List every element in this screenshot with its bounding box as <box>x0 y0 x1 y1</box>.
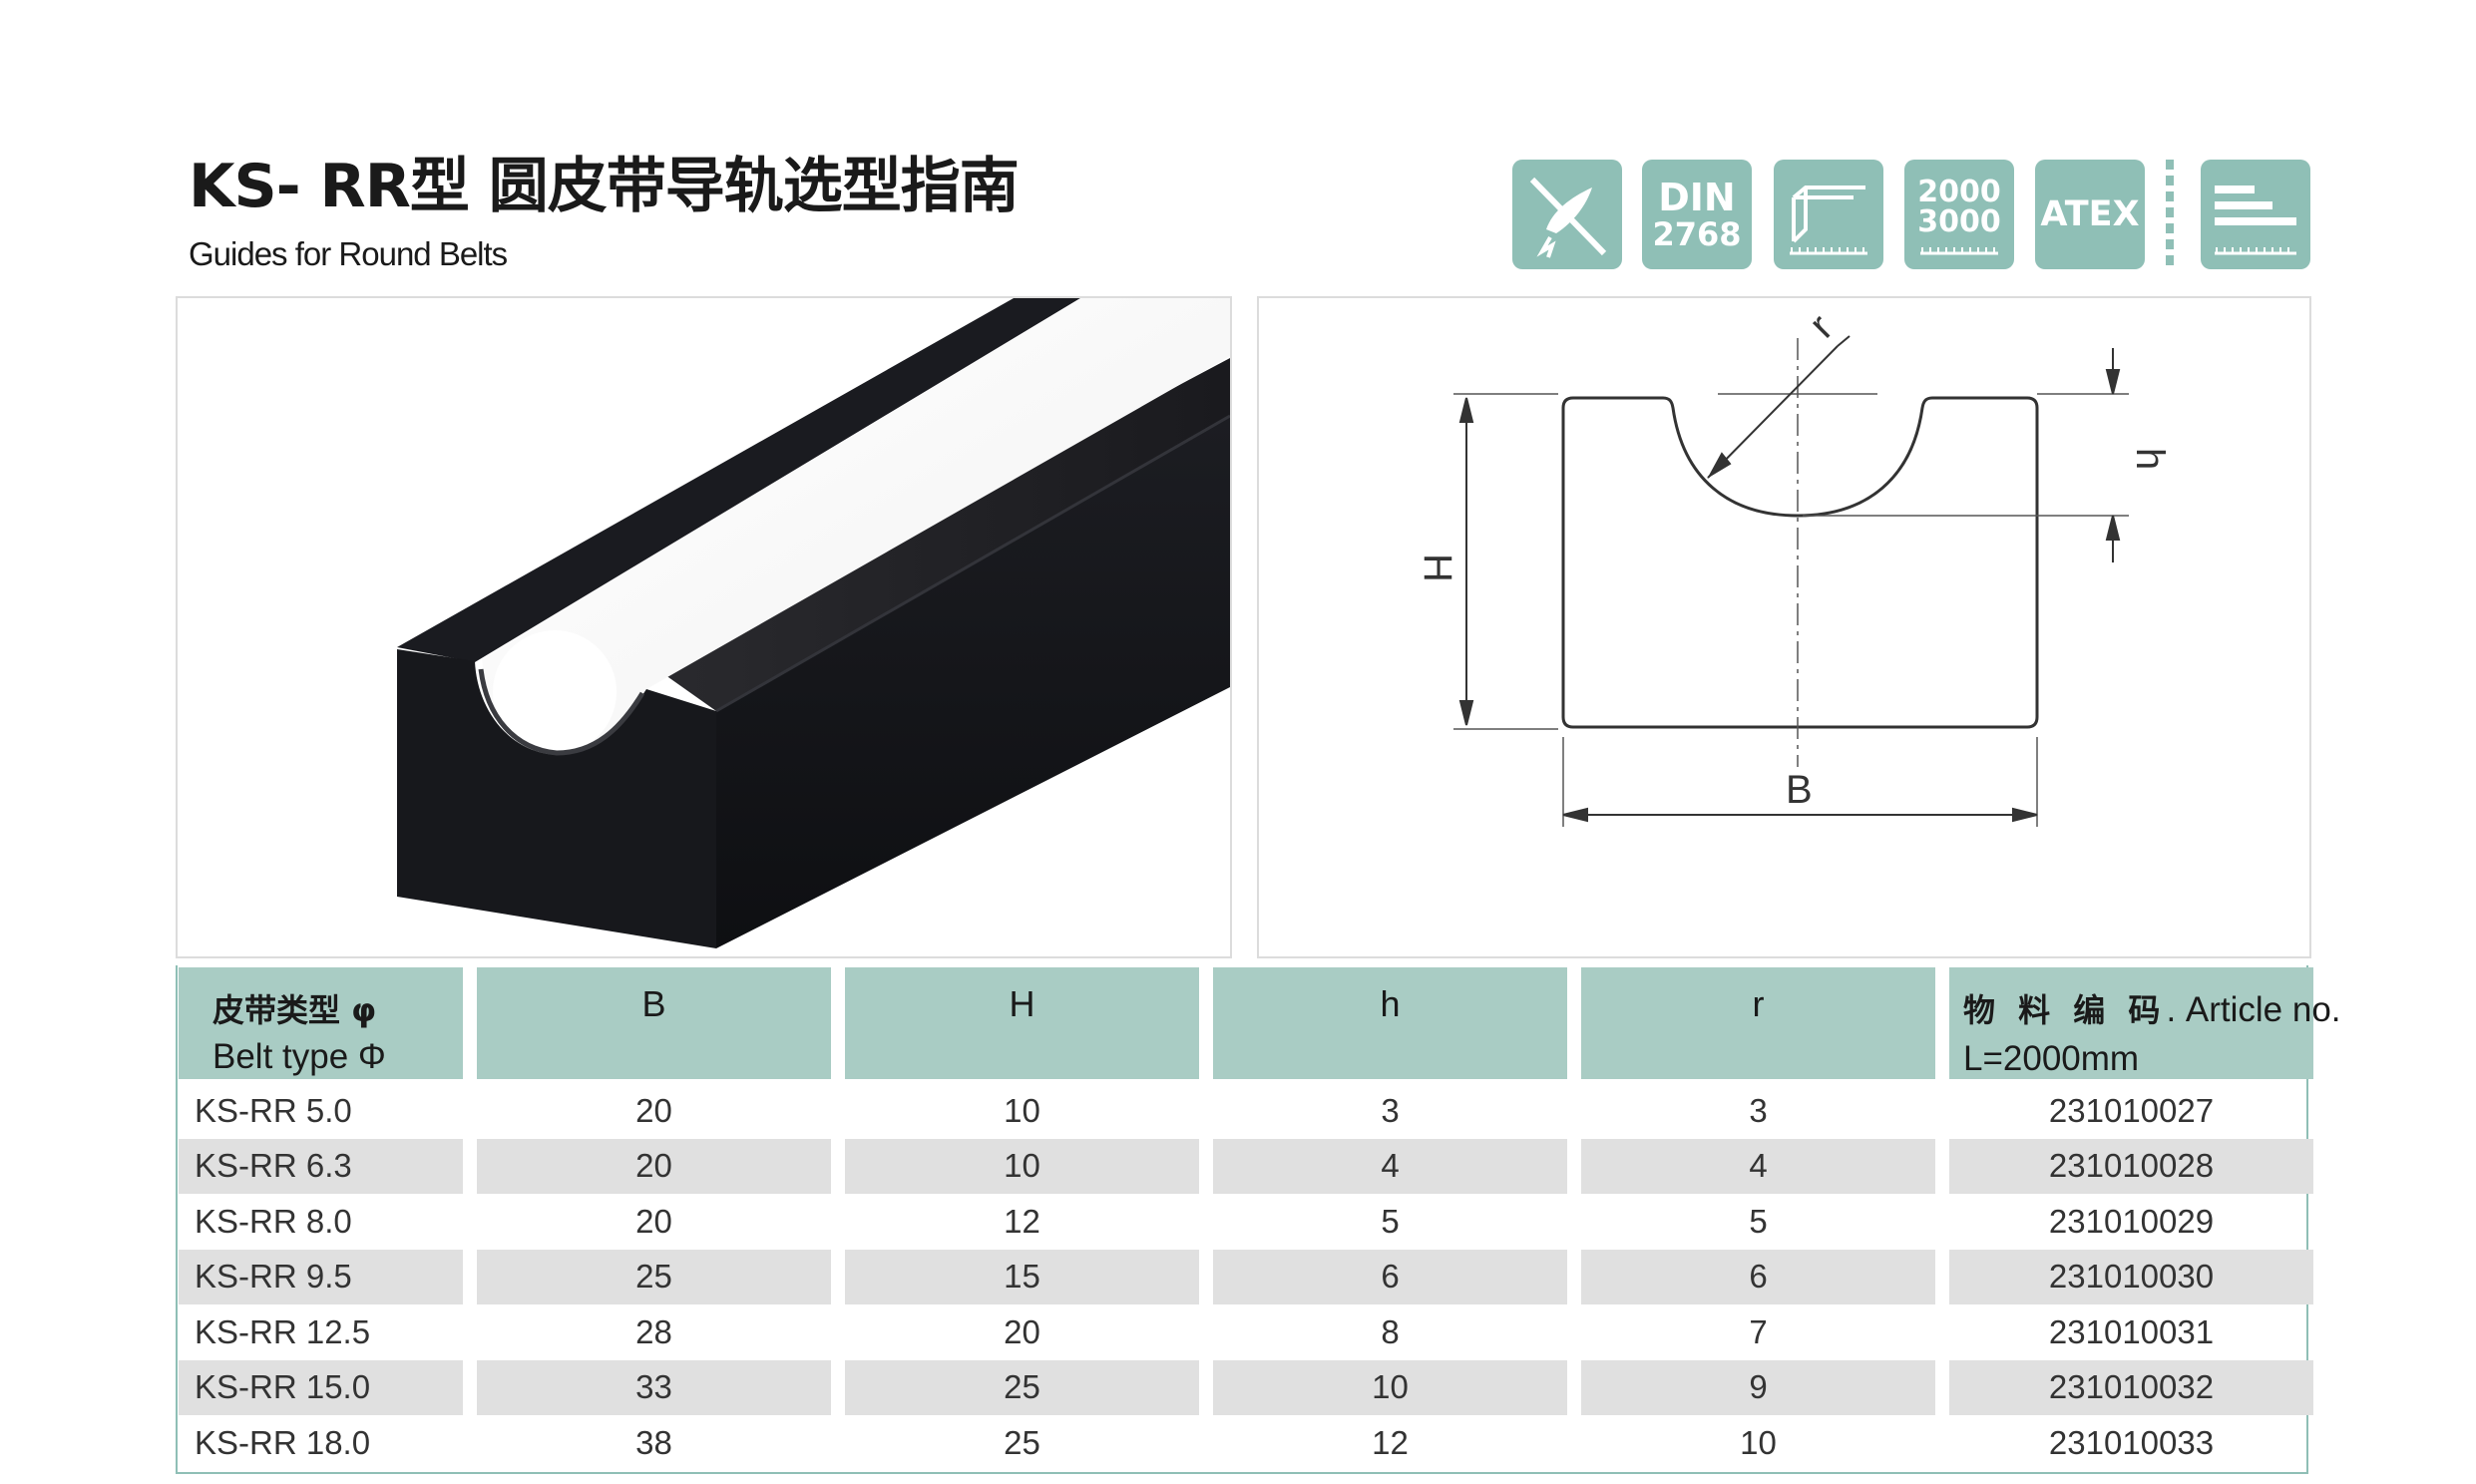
cell-h: 12 <box>1372 1423 1409 1461</box>
cell-type: KS-RR 9.5 <box>179 1249 463 1304</box>
table-row: KS-RR 8.0 20 12 5 5 231010029 <box>179 1194 2313 1250</box>
cell-H: 10 <box>845 1138 1199 1194</box>
profile-length-icon <box>1774 160 1883 269</box>
length-min: 2000 <box>1917 175 2001 209</box>
col-b: B <box>477 967 831 1079</box>
cell-b: 25 <box>477 1249 831 1304</box>
atex-icon: ATEX <box>2035 160 2145 269</box>
cell-H: 10 <box>1004 1091 1040 1129</box>
cell-H: 25 <box>845 1359 1199 1415</box>
cell-b: 28 <box>635 1312 672 1350</box>
din-number: 2768 <box>1652 215 1742 253</box>
cell-type: KS-RR 8.0 <box>195 1202 352 1240</box>
spec-table: 皮带类型 φ Belt type Φ B H h r 物 料 编 码. Arti… <box>165 967 2341 1471</box>
header-b: B <box>641 983 666 1024</box>
table-row: KS-RR 6.3 20 10 4 4 231010028 <box>179 1138 2313 1194</box>
table-row: KS-RR 9.5 25 15 6 6 231010030 <box>179 1249 2313 1304</box>
cell-article: 231010033 <box>2048 1423 2215 1461</box>
cell-b: 20 <box>635 1202 672 1240</box>
header-type-en: Belt type Φ <box>212 1037 386 1076</box>
col-article: 物 料 编 码. Article no. L=2000mm <box>1949 967 2341 1079</box>
header-h: h <box>1380 983 1401 1024</box>
din-label: DIN <box>1658 176 1736 219</box>
cell-article: 231010032 <box>1949 1359 2313 1415</box>
cell-r: 4 <box>1581 1138 1935 1194</box>
header-article-len: L=2000mm <box>1963 1039 2140 1078</box>
b-label: B <box>1786 768 1813 812</box>
cell-r: 10 <box>1740 1423 1777 1461</box>
cell-r: 7 <box>1749 1312 1768 1350</box>
cell-H: 25 <box>1004 1423 1040 1461</box>
cell-h: 3 <box>1381 1091 1400 1129</box>
cell-r: 9 <box>1581 1359 1935 1415</box>
cell-type: KS-RR 5.0 <box>195 1091 352 1129</box>
cell-H: 15 <box>845 1249 1199 1304</box>
col-h: h <box>1213 967 1567 1079</box>
cell-r: 6 <box>1581 1249 1935 1304</box>
header-r: r <box>1752 983 1765 1024</box>
cell-h: 8 <box>1381 1312 1400 1350</box>
table-row: KS-RR 18.0 38 25 12 10 231010033 <box>179 1415 2313 1471</box>
header-article: 物 料 编 码. Article no. <box>1949 967 2341 1031</box>
page-title: KS- RR型 圆皮带导轨选型指南 <box>189 152 1020 221</box>
cell-h: 6 <box>1213 1249 1567 1304</box>
cell-b: 33 <box>477 1359 831 1415</box>
col-H: H <box>845 967 1199 1079</box>
cell-b: 20 <box>477 1138 831 1194</box>
technical-drawing: r h H B <box>1257 296 2311 958</box>
h-large-label: H <box>1416 554 1459 582</box>
col-r: r <box>1581 967 1935 1079</box>
cell-b: 38 <box>635 1423 672 1461</box>
cut-to-length-icon <box>2201 160 2310 269</box>
cell-b: 20 <box>635 1091 672 1129</box>
cell-type: KS-RR 15.0 <box>179 1359 463 1415</box>
table-row: KS-RR 15.0 33 25 10 9 231010032 <box>179 1359 2313 1415</box>
table-header-row: 皮带类型 φ Belt type Φ B H h r 物 料 编 码. Arti… <box>179 967 2341 1079</box>
cell-article: 231010031 <box>2048 1312 2215 1350</box>
cell-type: KS-RR 12.5 <box>195 1312 371 1350</box>
cell-article: 231010030 <box>1949 1249 2313 1304</box>
cell-h: 5 <box>1381 1202 1400 1240</box>
header-article-cn: 物 料 编 码 <box>1963 991 2167 1029</box>
cell-H: 20 <box>1004 1312 1040 1350</box>
din-2768-icon: DIN 2768 <box>1642 160 1752 269</box>
cell-article: 231010028 <box>1949 1138 2313 1194</box>
cell-r: 3 <box>1749 1091 1768 1129</box>
no-lubrication-icon <box>1512 160 1622 269</box>
length-2000-3000-icon: 2000 3000 <box>1904 160 2014 269</box>
cell-type: KS-RR 18.0 <box>195 1423 371 1461</box>
table-border <box>176 965 2308 1474</box>
product-photo <box>176 296 1232 958</box>
cell-article: 231010027 <box>2048 1091 2215 1129</box>
cell-article: 231010029 <box>2048 1202 2215 1240</box>
cell-H: 12 <box>1004 1202 1040 1240</box>
table-row: KS-RR 5.0 20 10 3 3 231010027 <box>179 1083 2313 1139</box>
header-H: H <box>1009 983 1035 1024</box>
table-row: KS-RR 12.5 28 20 8 7 231010031 <box>179 1304 2313 1360</box>
cell-r: 5 <box>1749 1202 1768 1240</box>
header-type-cn: 皮带类型 φ <box>212 991 377 1029</box>
cell-h: 4 <box>1213 1138 1567 1194</box>
length-max: 3000 <box>1917 204 2001 239</box>
cell-type: KS-RR 6.3 <box>179 1138 463 1194</box>
header-article-en: . Article no. <box>2166 990 2341 1029</box>
separator-dots <box>2165 160 2175 269</box>
h-small-label: h <box>2128 448 2172 470</box>
atex-label: ATEX <box>2040 193 2140 234</box>
col-belt-type: 皮带类型 φ Belt type Φ <box>179 967 463 1079</box>
r-label: r <box>1801 306 1842 347</box>
page-subtitle: Guides for Round Belts <box>189 235 508 272</box>
cell-h: 10 <box>1213 1359 1567 1415</box>
